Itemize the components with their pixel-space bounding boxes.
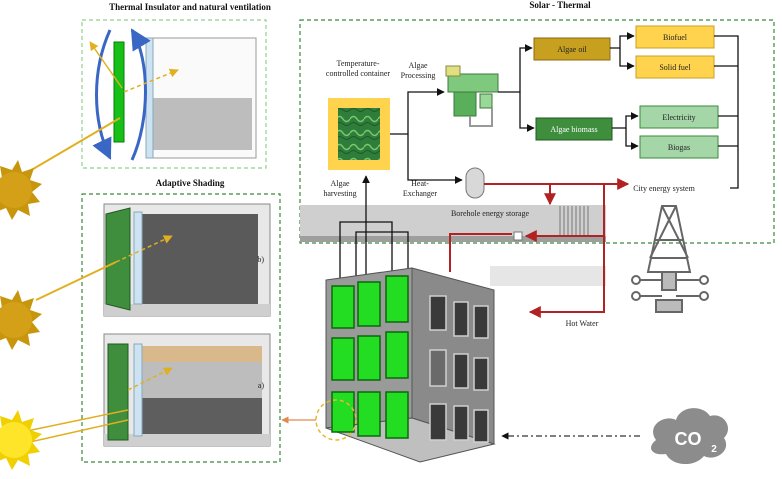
heat-exchanger-label-1: Heat- xyxy=(411,179,429,188)
ventilation-arrow-left xyxy=(92,29,112,160)
zoom-highlight-circle xyxy=(315,399,357,441)
heat-exchanger: Heat- Exchanger xyxy=(403,167,485,199)
solar-thermal-panel: Solar - Thermal xyxy=(299,0,775,244)
algae-oil-label: Algae oil xyxy=(557,45,587,54)
room-a-glass xyxy=(133,343,143,437)
co2-label: CO xyxy=(675,429,702,449)
sun-ray xyxy=(127,367,173,391)
room-a-upper-wall xyxy=(140,362,262,400)
insulator-glass-wall xyxy=(145,37,154,159)
algae-panels xyxy=(331,275,409,439)
borehole-pipes xyxy=(559,206,589,236)
algae-processing-label-2: Processing xyxy=(401,71,436,80)
algae-biomass-label: Algae biomass xyxy=(550,125,597,134)
algae-processing-label-1: Algae xyxy=(408,61,428,70)
product-tree: Algae oil Algae biomass Biofuel Solid fu… xyxy=(533,25,719,159)
harvest-flow xyxy=(339,175,409,278)
borehole-pump xyxy=(513,231,523,241)
solid-fuel-label: Solid fuel xyxy=(659,63,691,72)
borehole-label: Borehole energy storage xyxy=(451,209,529,218)
temp-container-label-1: Temperature- xyxy=(337,59,380,68)
hot-water-pipes xyxy=(449,178,630,318)
sun-ray xyxy=(115,235,173,263)
room-a-algae-shade xyxy=(107,343,129,441)
solid-fuel-box xyxy=(635,55,715,79)
biofuel-box xyxy=(635,25,715,49)
room-b: b) xyxy=(35,203,271,317)
thermal-insulator-frame xyxy=(81,19,267,169)
algae-harvesting-label-1: Algae xyxy=(330,179,350,188)
panel-a-label: a) xyxy=(258,381,265,390)
co2-subscript: 2 xyxy=(711,444,717,455)
adaptive-shading-panel: Adaptive Shading b) a) xyxy=(21,178,281,463)
thermal-insulator-panel: Thermal Insulator and natural ventilatio… xyxy=(27,2,271,173)
sun-icon-bottom xyxy=(0,410,42,470)
co2-cloud-icon: CO 2 xyxy=(651,408,729,465)
sun-icon-top xyxy=(0,160,42,220)
room-b-interior xyxy=(140,214,258,304)
process-flow-arrows xyxy=(390,32,739,189)
sun-ray xyxy=(89,41,123,89)
sun-ray xyxy=(29,419,129,443)
algae-harvesting: Algae harvesting xyxy=(323,179,356,198)
ventilation-arrow-right xyxy=(130,28,151,161)
room-a-floor xyxy=(104,434,270,446)
transmission-tower-icon xyxy=(631,205,709,313)
sun-ray xyxy=(21,409,129,433)
temp-container-label-2: controlled container xyxy=(326,69,391,78)
adaptive-shading-frame xyxy=(81,193,281,463)
biofuel-label: Biofuel xyxy=(663,33,688,42)
electricity-label: Electricity xyxy=(662,113,695,122)
biogas-box xyxy=(639,135,719,159)
sun-icon-middle xyxy=(0,290,42,350)
hot-water-label: Hot Water xyxy=(566,319,599,328)
solar-thermal-frame xyxy=(299,19,775,244)
room-b-glass xyxy=(133,211,143,305)
room-b-floor xyxy=(104,304,270,316)
building-facade xyxy=(281,267,496,463)
processing-machine-icon xyxy=(445,65,499,127)
city-energy-system: City energy system xyxy=(631,184,709,313)
thermal-insulator-title: Thermal Insulator and natural ventilatio… xyxy=(109,2,271,12)
algae-harvesting-label-2: harvesting xyxy=(323,189,356,198)
insulator-algae-panel xyxy=(113,41,125,143)
algae-biomass-box xyxy=(535,117,613,141)
panel-b-label: b) xyxy=(257,255,264,264)
algae-culture-image xyxy=(338,108,380,160)
basement-slab xyxy=(490,266,606,286)
algae-oil-box xyxy=(533,37,611,61)
sun-ray xyxy=(123,68,179,93)
insulator-room-floor-shade xyxy=(152,98,252,150)
solar-thermal-title: Solar - Thermal xyxy=(529,0,591,10)
algae-processing: Algae Processing xyxy=(401,61,499,127)
ground-edge xyxy=(300,236,606,242)
room-a: a) xyxy=(21,333,271,447)
electricity-box xyxy=(639,105,719,129)
room-a-lower-wall xyxy=(140,398,262,434)
sun-ray xyxy=(27,117,121,173)
borehole-storage: Borehole energy storage xyxy=(300,205,606,286)
adaptive-shading-title: Adaptive Shading xyxy=(156,178,225,188)
heat-exchanger-label-2: Exchanger xyxy=(403,189,438,198)
heat-exchanger-tank-icon xyxy=(465,167,485,199)
building-side-windows xyxy=(429,295,489,443)
temperature-container: Temperature- controlled container xyxy=(326,59,391,170)
sun-ray xyxy=(35,261,117,301)
biogas-label: Biogas xyxy=(668,143,690,152)
city-energy-label: City energy system xyxy=(633,184,695,193)
room-b-algae-shade xyxy=(105,207,131,311)
